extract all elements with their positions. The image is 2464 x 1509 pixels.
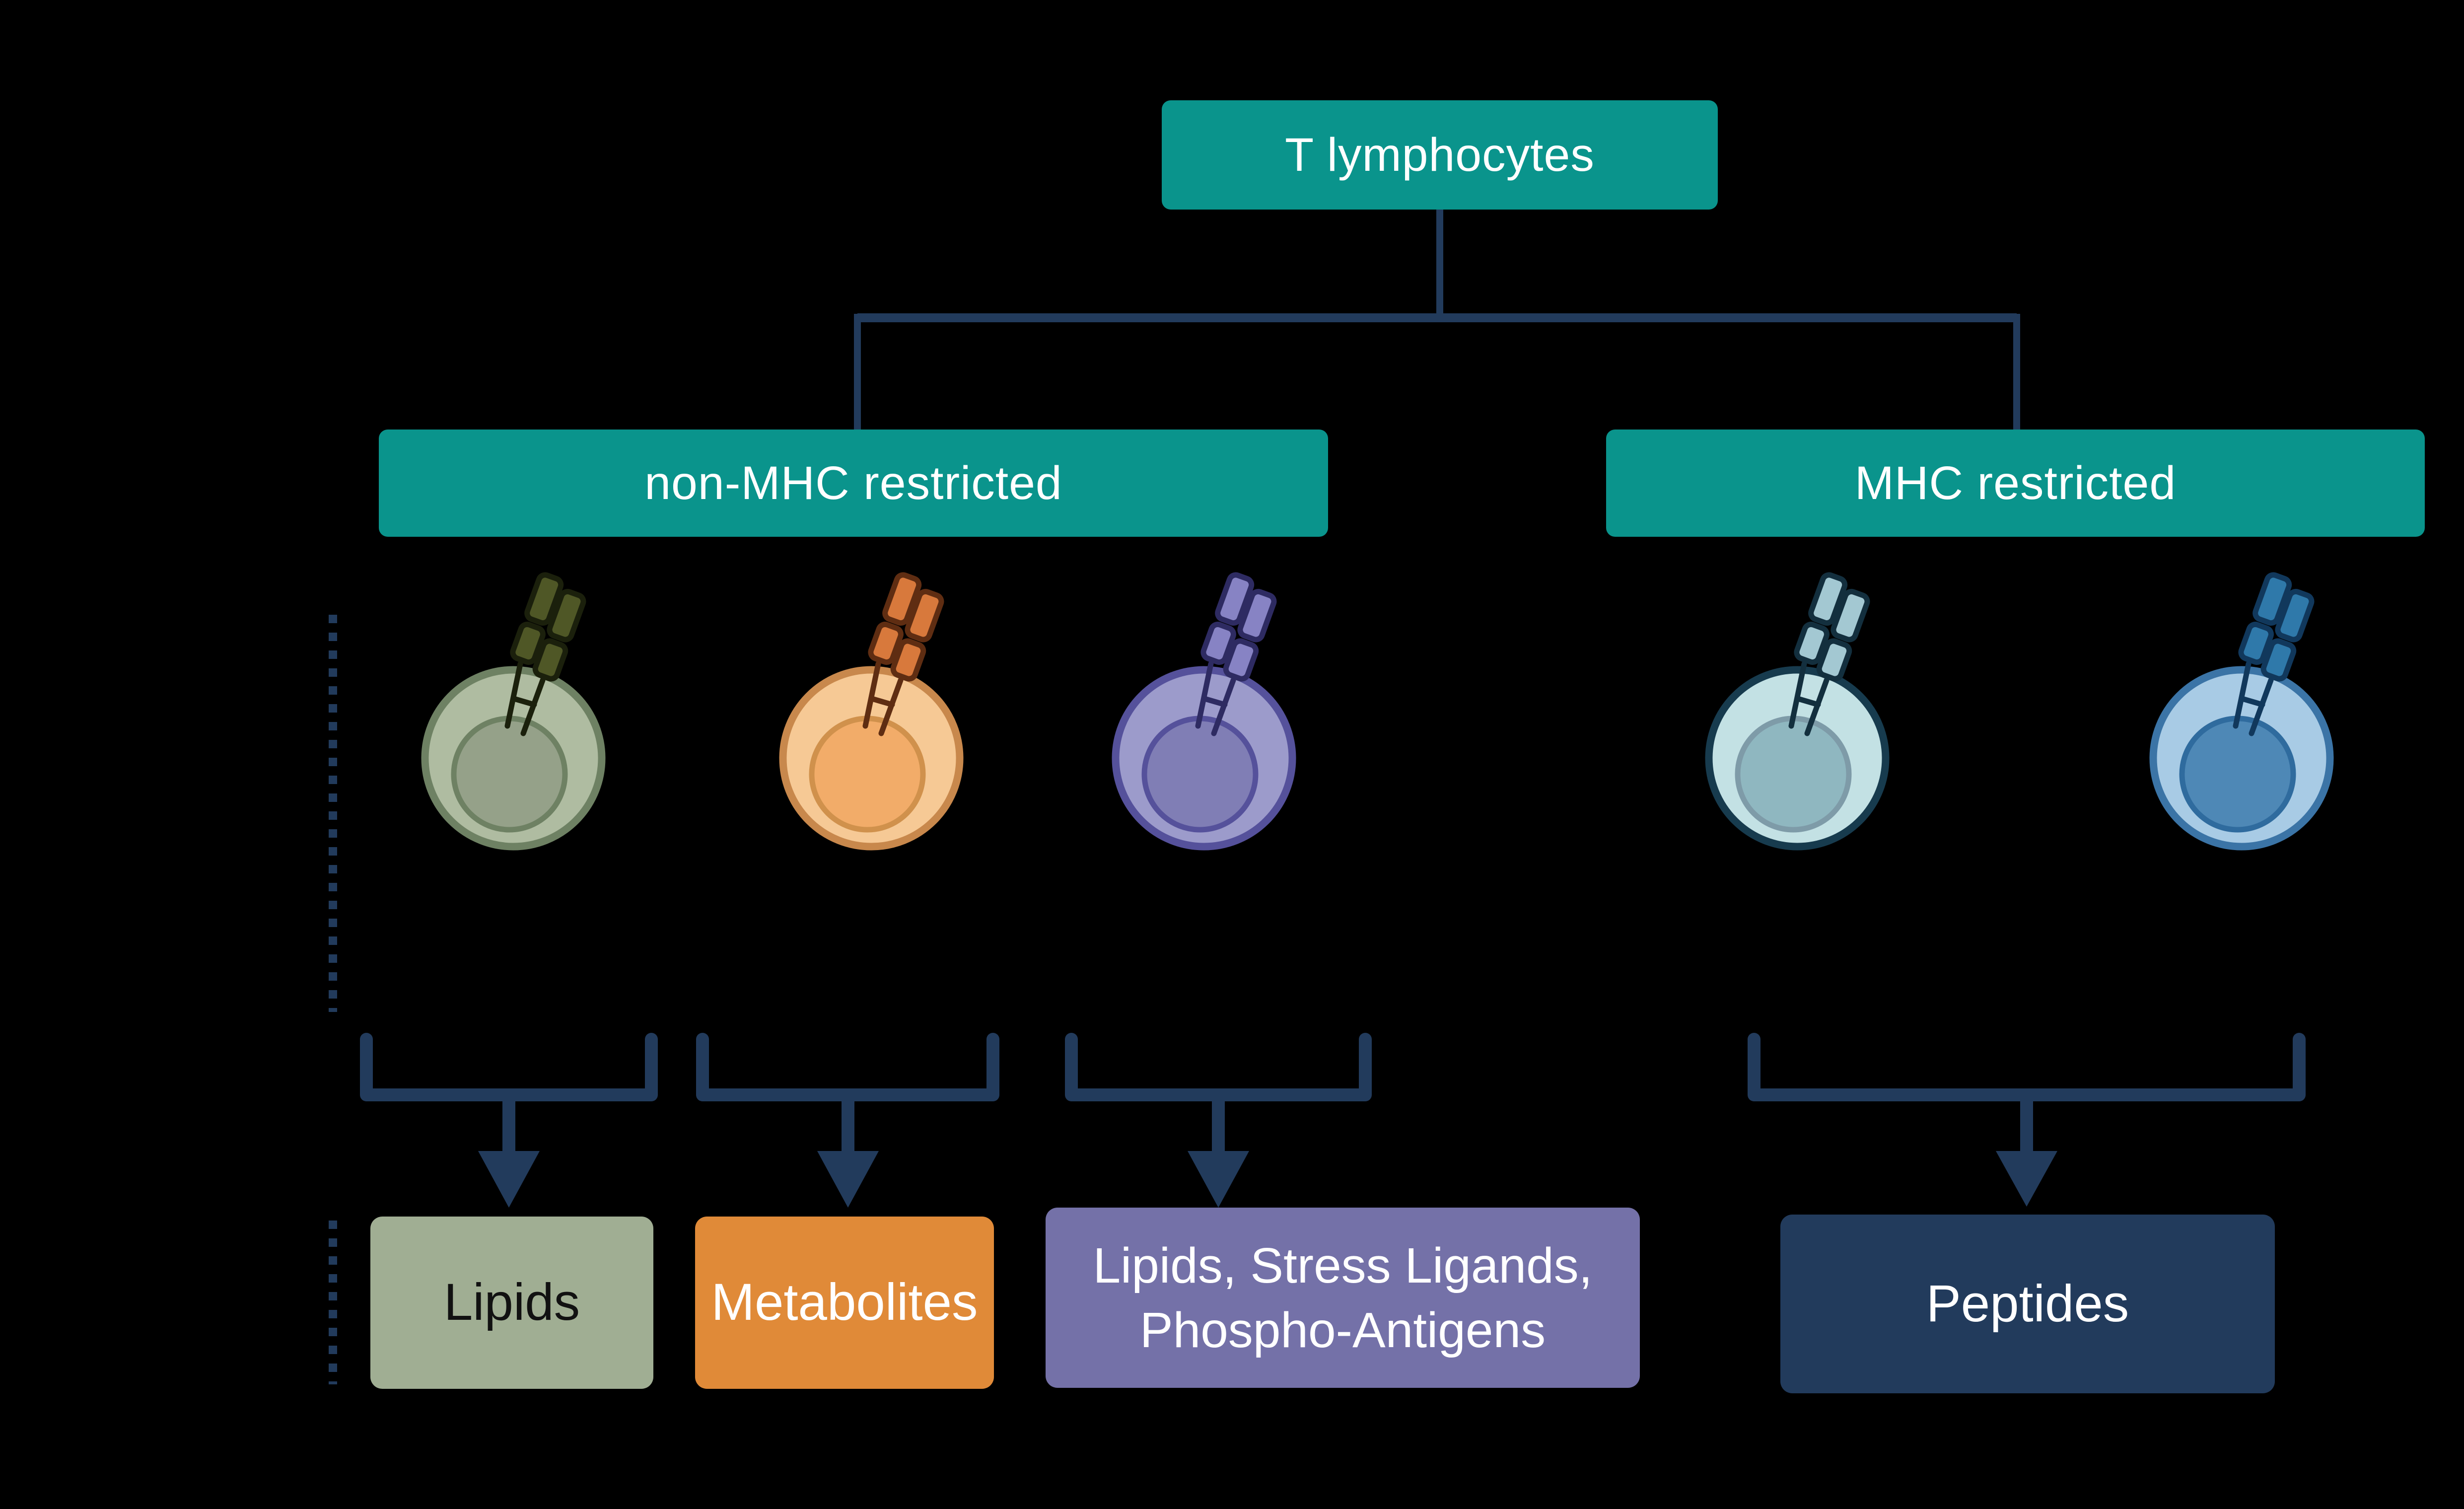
branch-node-mhc-restricted: MHC restricted [1606, 430, 2425, 537]
t-cell-olive-graphic [374, 500, 652, 858]
ligand-box-lipids: Lipids [370, 1217, 653, 1389]
arrow-stem-4 [2020, 1095, 2033, 1157]
down-arrows [478, 1095, 2057, 1208]
arrow-head-2 [817, 1151, 879, 1208]
ligand-box-metabolites: Metabolites [695, 1217, 994, 1389]
t-cell-pale-cyan-graphic [1658, 500, 1936, 858]
ligand-label-peptides: Peptides [1926, 1274, 2129, 1333]
arrow-head-4 [1996, 1151, 2057, 1207]
bracket-cell-3 [1065, 1033, 1372, 1101]
branch-label-mhc: MHC restricted [1854, 456, 2177, 509]
arrow-stem-2 [842, 1095, 854, 1157]
group-brackets [360, 1033, 2306, 1101]
t-cell-purple-graphic [1065, 500, 1343, 858]
ligand-label-metabolites: Metabolites [711, 1273, 978, 1332]
ligand-box-lipids-stress-ligands-phospho-antigens: Lipids, Stress Ligands, Phospho-Antigens [1046, 1208, 1640, 1388]
ligand-label-lipids: Lipids [443, 1273, 580, 1332]
root-node-label: T lymphocytes [1285, 128, 1595, 181]
bracket-mhc-cells [1748, 1033, 2306, 1101]
branch-node-non-mhc-restricted: non-MHC restricted [379, 430, 1328, 537]
t-cell-blue-graphic [2103, 500, 2381, 858]
branch-label-non-mhc: non-MHC restricted [644, 456, 1062, 509]
ligand-box-peptides: Peptides [1780, 1215, 2275, 1393]
dotted-guide-line-cells [329, 615, 337, 1012]
arrow-stem-1 [502, 1095, 515, 1157]
arrow-head-3 [1188, 1151, 1249, 1208]
arrow-head-1 [478, 1151, 540, 1208]
bracket-cell-2 [696, 1033, 999, 1101]
t-cell-purple-icon [1065, 500, 1343, 858]
root-node-t-lymphocytes: T lymphocytes [1162, 100, 1718, 210]
ligand-label-lipids-stress-ligands: Lipids, Stress Ligands, Phospho-Antigens [1093, 1237, 1593, 1358]
dotted-guide-line-ligands [329, 1221, 337, 1384]
t-cell-olive-icon [374, 500, 652, 858]
bracket-cell-1 [360, 1033, 658, 1101]
tree-connectors [854, 210, 2020, 430]
t-cell-orange-graphic [732, 500, 1010, 858]
t-cell-pale-cyan-icon [1658, 500, 1936, 858]
t-cell-orange-icon [732, 500, 1010, 858]
t-cell-blue-icon [2103, 500, 2381, 858]
arrow-stem-3 [1212, 1095, 1225, 1157]
